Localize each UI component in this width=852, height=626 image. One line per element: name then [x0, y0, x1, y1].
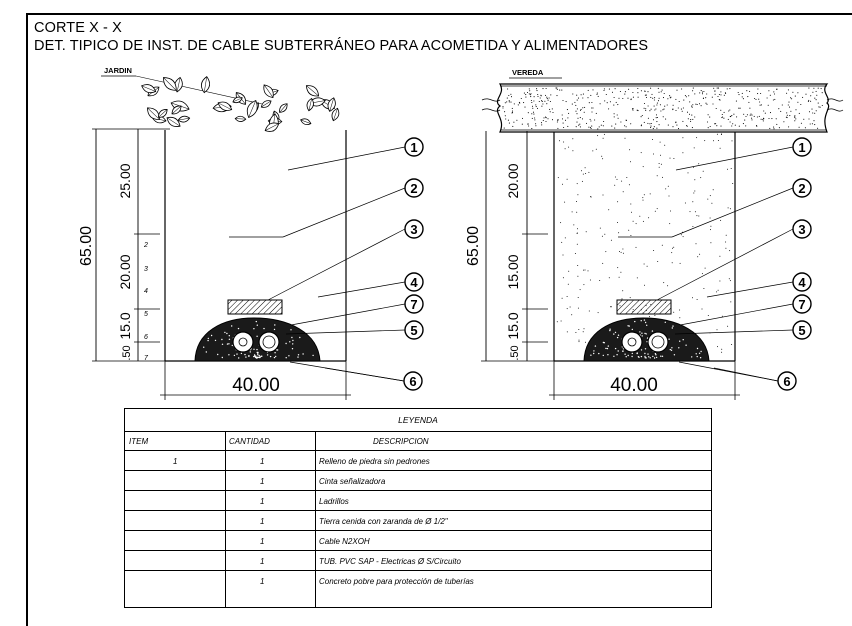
left-dim-4: .50 — [121, 345, 133, 360]
left-callout-7 — [404, 294, 424, 314]
right-width: 40.00 — [610, 375, 658, 396]
svg-text:6: 6 — [409, 374, 416, 389]
header-descripcion: DESCRIPCION — [373, 437, 429, 446]
svg-text:5: 5 — [144, 311, 148, 318]
right-callout-6 — [777, 371, 797, 391]
left-dim-3: 15.0 — [117, 312, 133, 339]
section-title: CORTE X - X — [34, 20, 122, 36]
svg-text:6: 6 — [783, 374, 790, 389]
sheet-border-left — [26, 13, 28, 626]
left-callout-4 — [404, 272, 424, 292]
right-callout-7 — [792, 294, 812, 314]
left-layer-marks: 2 3 4 5 6 7 — [143, 242, 149, 362]
legend-row: 1 Tierra cenida con zaranda de Ø 1/2" — [125, 510, 711, 531]
legend-cantidad: 1 — [260, 476, 265, 486]
svg-text:7: 7 — [798, 297, 805, 312]
svg-text:7: 7 — [144, 355, 149, 362]
sidewalk-slab — [496, 83, 830, 133]
left-callout-3 — [404, 219, 424, 239]
legend-cantidad: 1 — [260, 456, 265, 466]
legend-descripcion: Tierra cenida con zaranda de Ø 1/2" — [319, 516, 448, 526]
left-concrete-mound — [194, 317, 321, 362]
left-dim-2: 20.00 — [117, 254, 133, 289]
right-brick — [616, 299, 672, 315]
legend-cantidad: 1 — [260, 536, 265, 546]
legend-title: LEYENDA — [398, 415, 438, 425]
svg-text:1: 1 — [410, 140, 417, 155]
legend-row: 1 1 Relleno de piedra sin pedrones — [125, 450, 711, 471]
svg-text:5: 5 — [410, 323, 417, 338]
left-total-depth: 65.00 — [78, 226, 95, 266]
svg-text:2: 2 — [143, 242, 148, 249]
left-callout-1 — [404, 137, 424, 157]
svg-text:3: 3 — [410, 222, 417, 237]
svg-text:4: 4 — [144, 288, 148, 295]
right-dim-3: 15.0 — [505, 312, 521, 339]
legend-descripcion: Cable N2XOH — [319, 536, 370, 546]
vereda-label: VEREDA — [512, 68, 544, 77]
svg-text:2: 2 — [798, 181, 805, 196]
legend-item: 1 — [173, 456, 178, 466]
legend-header-row: ITEM CANTIDAD DESCRIPCION — [125, 431, 711, 451]
left-callout-2 — [404, 178, 424, 198]
right-callout-3 — [792, 219, 812, 239]
legend-row: 1 Cable N2XOH — [125, 530, 711, 551]
svg-text:5: 5 — [798, 323, 805, 338]
svg-text:3: 3 — [144, 266, 148, 273]
right-total-depth: 65.00 — [465, 226, 482, 266]
svg-text:4: 4 — [410, 275, 418, 290]
legend-cantidad: 1 — [260, 496, 265, 506]
detail-title: DET. TIPICO DE INST. DE CABLE SUBTERRÁNE… — [34, 38, 649, 54]
sheet-border-top — [26, 13, 852, 15]
right-callout-2 — [792, 178, 812, 198]
header-cantidad: CANTIDAD — [229, 437, 270, 446]
right-concrete-mound — [583, 317, 710, 362]
left-callout-6 — [403, 371, 423, 391]
right-callouts: 1 2 3 4 7 5 6 — [777, 137, 812, 391]
legend-descripcion: Concreto pobre para protección de tuberí… — [319, 576, 474, 586]
header-item: ITEM — [129, 437, 149, 446]
legend-cantidad: 1 — [260, 556, 265, 566]
legend-cantidad: 1 — [260, 576, 265, 586]
legend-row: 1 Cinta señalizadora — [125, 470, 711, 491]
legend-descripcion: Relleno de piedra sin pedrones — [319, 456, 430, 466]
legend-descripcion: Ladrillos — [319, 496, 349, 506]
left-callout-5 — [404, 320, 424, 340]
svg-text:6: 6 — [144, 334, 148, 341]
svg-text:1: 1 — [798, 140, 805, 155]
svg-text:3: 3 — [798, 222, 805, 237]
right-section: VEREDA 65.00 20.00 15.00 15.0 — [465, 68, 844, 400]
svg-text:2: 2 — [410, 181, 417, 196]
right-dim-1: 20.00 — [505, 163, 521, 198]
right-callout-1 — [792, 137, 812, 157]
legend-descripcion: Cinta señalizadora — [319, 476, 386, 486]
jardin-label: JARDIN — [104, 66, 132, 75]
legend-row: 1 Concreto pobre para protección de tuber… — [125, 570, 711, 591]
legend-descripcion: TUB. PVC SAP - Electricas Ø S/Circuito — [319, 556, 461, 566]
right-dim-4: .50 — [509, 345, 521, 360]
right-dim-2: 15.00 — [505, 254, 521, 289]
svg-text:4: 4 — [798, 275, 806, 290]
left-dim-1: 25.00 — [117, 163, 133, 198]
legend-cantidad: 1 — [260, 516, 265, 526]
garden-foliage — [141, 76, 340, 132]
right-callout-5 — [792, 320, 812, 340]
right-callout-4 — [792, 272, 812, 292]
legend-row: 1 TUB. PVC SAP - Electricas Ø S/Circuito — [125, 550, 711, 571]
legend-table: LEYENDA ITEM CANTIDAD DESCRIPCION 1 1 Rell… — [124, 408, 712, 608]
left-callouts: 1 2 3 4 7 5 6 — [403, 137, 424, 391]
legend-row: 1 Ladrillos — [125, 490, 711, 511]
left-brick — [227, 299, 283, 315]
svg-text:7: 7 — [410, 297, 417, 312]
left-width: 40.00 — [232, 375, 280, 396]
left-section: JARDIN 65.00 25.00 20.00 15.0 .50 2 — [78, 66, 424, 400]
